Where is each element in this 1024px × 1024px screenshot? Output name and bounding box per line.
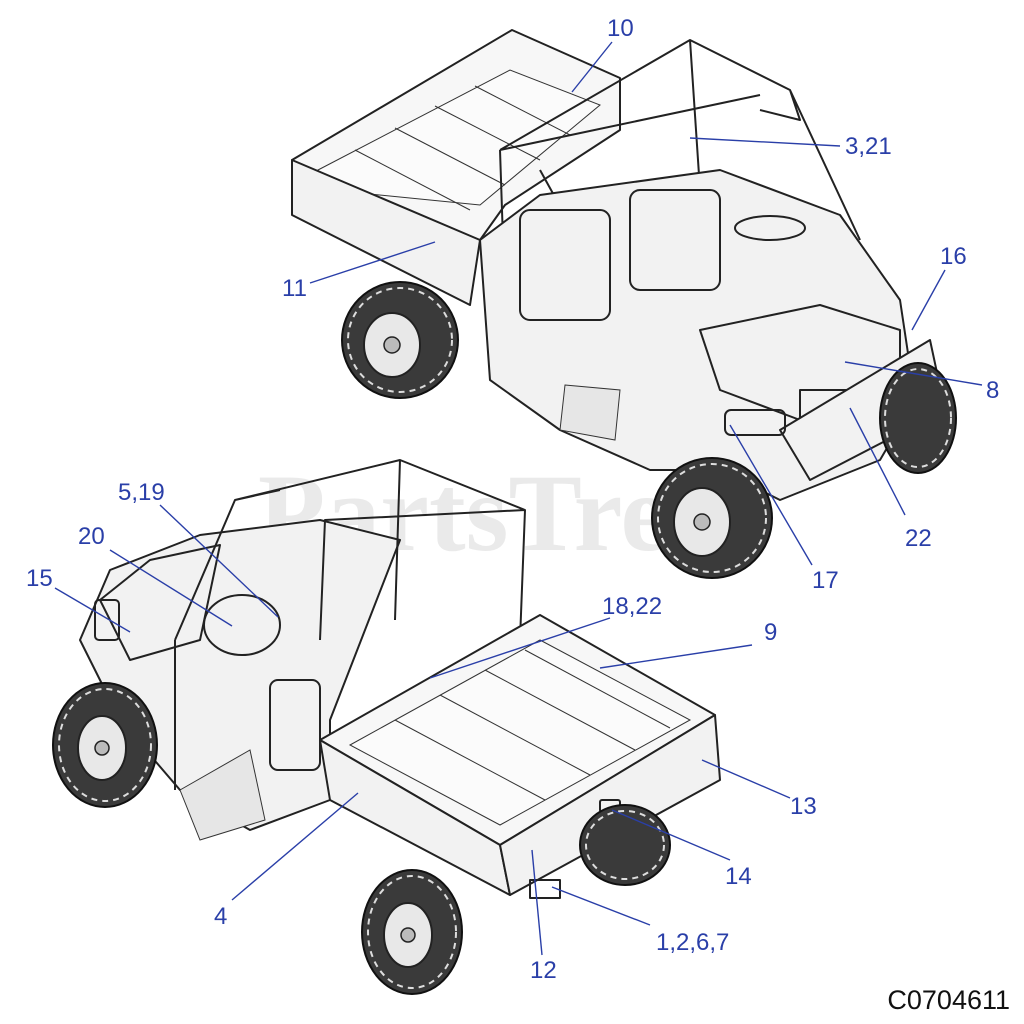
leader-20	[109, 549, 233, 627]
rear-view-wheel-front-left	[52, 682, 158, 808]
rear-view-tailgate	[499, 714, 721, 896]
rear-view-hitch	[529, 879, 561, 899]
leader-13	[701, 759, 791, 799]
callout-3-21: 3,21	[845, 133, 892, 160]
callout-20: 20	[78, 523, 105, 550]
rear-view-front-light	[94, 599, 120, 641]
leader-17	[729, 424, 813, 566]
callout-18-22: 18,22	[602, 593, 662, 620]
front-view-wheel-rear-left	[341, 281, 459, 399]
leader-8	[844, 361, 983, 386]
callout-16: 16	[940, 243, 967, 270]
front-view-seat-right	[629, 189, 721, 291]
leader-5-19	[159, 504, 279, 618]
front-view-seat-left	[519, 209, 611, 321]
vehicle-front-view	[291, 29, 957, 579]
front-view-bed-ribs	[354, 85, 571, 211]
leader-lines	[54, 41, 983, 956]
rear-view-steering-wheel	[203, 594, 281, 656]
callout-13: 13	[790, 793, 817, 820]
leader-9	[599, 644, 753, 669]
leader-16	[911, 269, 946, 331]
callout-9: 9	[764, 619, 777, 646]
leader-11	[309, 241, 436, 284]
leader-14	[611, 809, 731, 861]
rear-view-bed-floor	[348, 639, 692, 826]
front-view-wheel-front-right	[879, 362, 957, 474]
front-view-floorboard	[559, 384, 621, 441]
leader-12	[531, 849, 543, 956]
callout-17: 17	[812, 567, 839, 594]
callout-12: 12	[530, 957, 557, 984]
rear-view-wheel-rear-left	[361, 869, 463, 995]
front-view-wheel-front-left	[651, 457, 773, 579]
diagram-id: C0704611	[887, 985, 1010, 1015]
leader-3-21	[689, 137, 841, 147]
callout-15: 15	[26, 565, 53, 592]
leader-22a	[849, 407, 906, 516]
leader-18-22	[429, 617, 611, 679]
rear-view-seat	[269, 679, 321, 771]
callout-5-19: 5,19	[118, 479, 165, 506]
front-view-steering-wheel	[734, 215, 806, 241]
leader-4	[231, 792, 359, 901]
rear-view-floorboard	[179, 749, 266, 841]
front-view-headlight	[724, 409, 786, 436]
leader-1-2-6-7	[551, 886, 651, 926]
callout-1-2-6-7: 1,2,6,7	[656, 929, 729, 956]
vehicle-rear-view	[52, 459, 721, 995]
callout-4: 4	[214, 903, 227, 930]
callout-14: 14	[725, 863, 752, 890]
leader-15	[54, 587, 131, 633]
callout-10: 10	[607, 15, 634, 42]
rear-view-bed-ribs	[394, 649, 671, 801]
front-view-bed-side	[291, 159, 481, 306]
callout-11: 11	[282, 275, 307, 302]
callout-22-front: 22	[905, 525, 932, 552]
leader-10	[571, 41, 613, 93]
rear-view-roll-cage	[174, 459, 526, 790]
callouts: 10 3,21 11 16 8 22 17 5,19 20 15 18,22 9…	[26, 15, 999, 984]
callout-8: 8	[986, 377, 999, 404]
rear-view-wheel-rear-right	[579, 804, 671, 886]
